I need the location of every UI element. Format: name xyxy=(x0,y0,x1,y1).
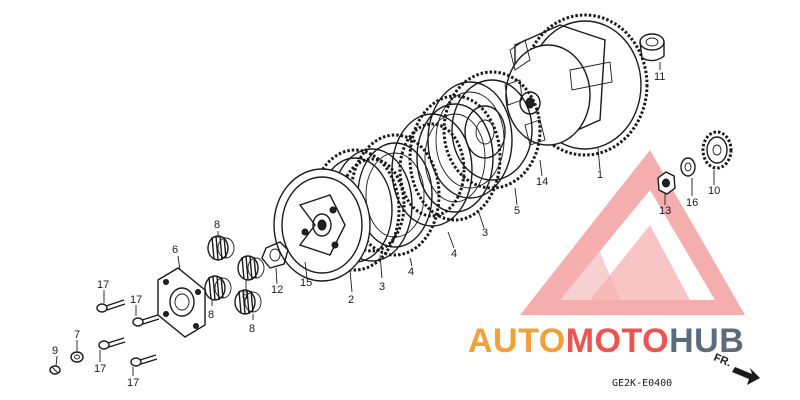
part-6-lifter-plate xyxy=(157,267,206,338)
callout-13: 13 xyxy=(659,205,671,217)
callout-8-mid-right: 8 xyxy=(242,290,248,302)
watermark-logo xyxy=(520,150,745,315)
callout-9: 9 xyxy=(52,345,58,357)
callout-8-top: 8 xyxy=(214,219,220,231)
part-17-bolts xyxy=(96,299,160,367)
callout-12: 12 xyxy=(271,284,283,296)
front-arrow-icon xyxy=(732,367,760,385)
bolt-3 xyxy=(98,337,126,350)
part-8-springs xyxy=(204,235,265,315)
part-15-pressure-plate xyxy=(273,168,371,282)
callout-17a: 17 xyxy=(97,279,109,291)
leader-lines xyxy=(55,62,715,376)
part-10-gear xyxy=(701,130,733,170)
callout-8-bottom: 8 xyxy=(249,323,255,335)
callout-11: 11 xyxy=(654,71,665,83)
spring-mid-left xyxy=(204,275,232,301)
bolt-2 xyxy=(132,314,160,327)
callout-14: 14 xyxy=(536,176,548,188)
callout-6: 6 xyxy=(172,244,178,256)
part-11-bushing xyxy=(639,33,665,62)
watermark-word-hub: HUB xyxy=(669,322,744,360)
callout-8-mid-left: 8 xyxy=(208,309,214,321)
callout-17d: 17 xyxy=(127,377,139,389)
callout-10: 10 xyxy=(708,185,720,197)
spring-top xyxy=(207,235,235,261)
part-13-nut xyxy=(657,171,676,195)
callout-5: 5 xyxy=(514,205,520,217)
callout-4b: 4 xyxy=(451,248,457,260)
callout-2: 2 xyxy=(348,294,354,306)
callout-7: 7 xyxy=(74,329,80,341)
part-1-clutch-outer xyxy=(504,13,649,157)
spring-mid-right xyxy=(237,255,265,281)
bolt-4 xyxy=(130,354,158,367)
callout-4a: 4 xyxy=(408,266,414,278)
callout-15: 15 xyxy=(300,277,312,289)
watermark-word-auto: AUTO xyxy=(468,322,566,360)
part-14-clutch-center xyxy=(442,70,542,190)
callout-16: 16 xyxy=(686,197,698,209)
part-16-washer xyxy=(680,157,696,177)
callout-labels: 1 2 3 3 4 4 5 6 7 8 8 8 8 9 10 11 12 13 … xyxy=(52,71,720,389)
callout-1: 1 xyxy=(597,169,603,181)
spring-bottom xyxy=(234,289,262,315)
bolt-1 xyxy=(96,299,126,313)
drawing-code: GE2K-E0400 xyxy=(612,378,672,389)
callout-3b: 3 xyxy=(482,227,488,239)
part-9-screw xyxy=(49,365,61,375)
part-7-washer xyxy=(70,351,84,363)
callout-3a: 3 xyxy=(379,281,385,293)
callout-17c: 17 xyxy=(94,363,106,375)
watermark-text: AUTOMOTOHUB xyxy=(468,322,744,360)
part-12-lifter xyxy=(261,241,289,269)
callout-17b: 17 xyxy=(130,294,142,306)
part-3-friction-disk-rear xyxy=(408,94,502,222)
watermark-word-moto: MOTO xyxy=(566,322,669,360)
